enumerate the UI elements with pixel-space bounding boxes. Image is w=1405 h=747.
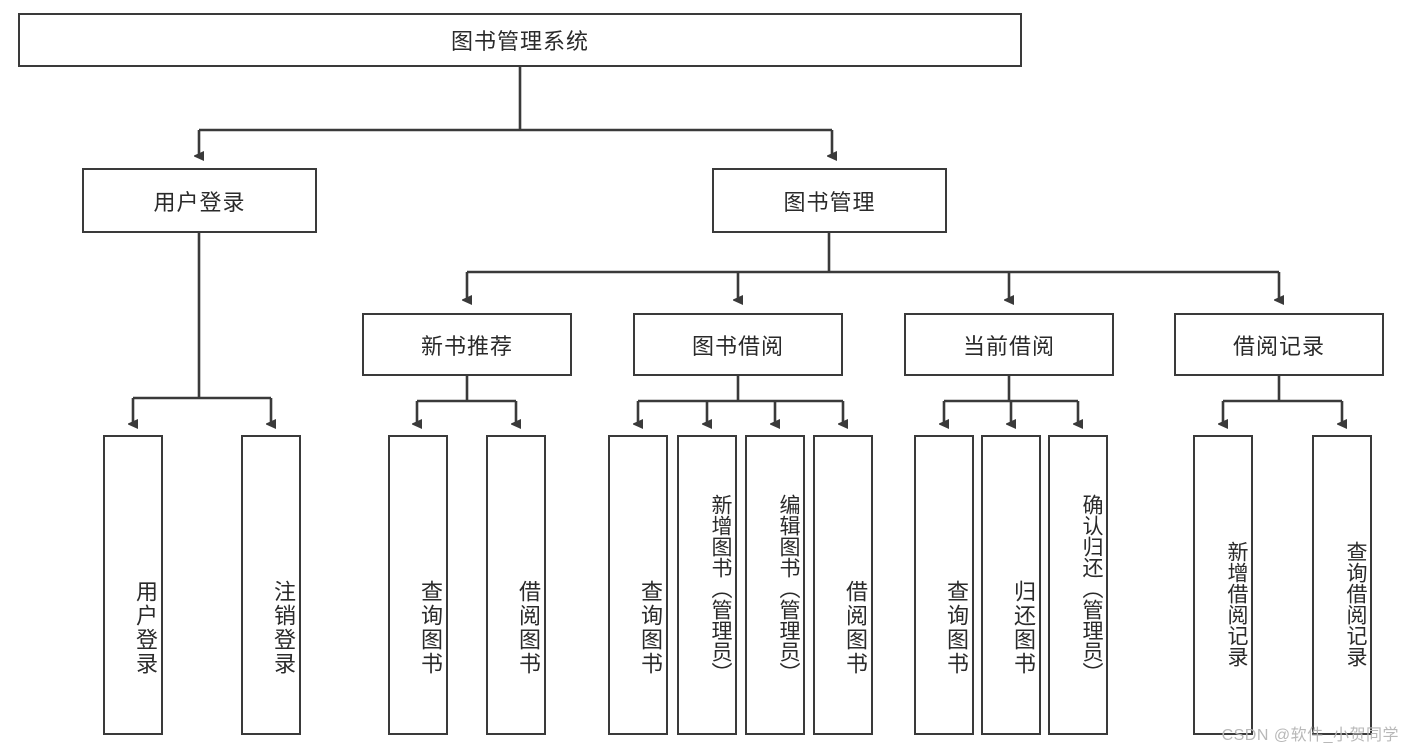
- node-label: 借阅图书: [843, 580, 868, 676]
- node-root[interactable]: 图书管理系统: [18, 13, 1022, 67]
- node-book-management[interactable]: 图书管理: [712, 168, 947, 233]
- node-label: 图书管理: [783, 189, 876, 215]
- leaf-borrow-borrow-book[interactable]: 借阅图书: [813, 435, 873, 735]
- node-label: 当前借阅: [962, 333, 1055, 359]
- node-label: 查询图书: [944, 580, 969, 676]
- node-label: 查询图书: [418, 580, 443, 676]
- leaf-record-add[interactable]: 新增借阅记录: [1193, 435, 1253, 735]
- node-label: 新书推荐: [420, 333, 513, 359]
- node-label: 查询图书: [638, 580, 663, 676]
- node-label: 注销登录: [271, 580, 296, 676]
- watermark: CSDN @软件_小贺同学: [1221, 727, 1399, 744]
- node-label: 查询借阅记录: [1344, 541, 1367, 667]
- leaf-user-login-login[interactable]: 用户登录: [103, 435, 163, 735]
- node-label: 用户登录: [133, 580, 158, 676]
- node-label: 归还图书: [1011, 580, 1036, 676]
- node-label: 借阅图书: [516, 580, 541, 676]
- leaf-borrow-query-book[interactable]: 查询图书: [608, 435, 668, 735]
- leaf-borrow-add-book[interactable]: 新增图书（管理员）: [677, 435, 737, 735]
- node-borrow-record[interactable]: 借阅记录: [1174, 313, 1384, 376]
- node-label: 图书管理系统: [450, 29, 589, 54]
- node-label: 确认归还（管理员）: [1080, 493, 1103, 683]
- leaf-new-book-query[interactable]: 查询图书: [388, 435, 448, 735]
- node-book-borrow[interactable]: 图书借阅: [633, 313, 843, 376]
- node-new-book-recommend[interactable]: 新书推荐: [362, 313, 572, 376]
- leaf-borrow-edit-book[interactable]: 编辑图书（管理员）: [745, 435, 805, 735]
- leaf-new-book-borrow[interactable]: 借阅图书: [486, 435, 546, 735]
- node-label: 新增图书（管理员）: [709, 493, 732, 683]
- leaf-user-login-logout[interactable]: 注销登录: [241, 435, 301, 735]
- node-label: 编辑图书（管理员）: [777, 493, 800, 683]
- leaf-current-query-book[interactable]: 查询图书: [914, 435, 974, 735]
- leaf-current-return-book[interactable]: 归还图书: [981, 435, 1041, 735]
- node-label: 用户登录: [153, 189, 246, 215]
- node-user-login[interactable]: 用户登录: [82, 168, 317, 233]
- node-current-borrow[interactable]: 当前借阅: [904, 313, 1114, 376]
- node-label: 图书借阅: [691, 333, 784, 359]
- leaf-record-query[interactable]: 查询借阅记录: [1312, 435, 1372, 735]
- leaf-current-confirm-return[interactable]: 确认归还（管理员）: [1048, 435, 1108, 735]
- node-label: 新增借阅记录: [1225, 541, 1248, 667]
- node-label: 借阅记录: [1232, 333, 1325, 359]
